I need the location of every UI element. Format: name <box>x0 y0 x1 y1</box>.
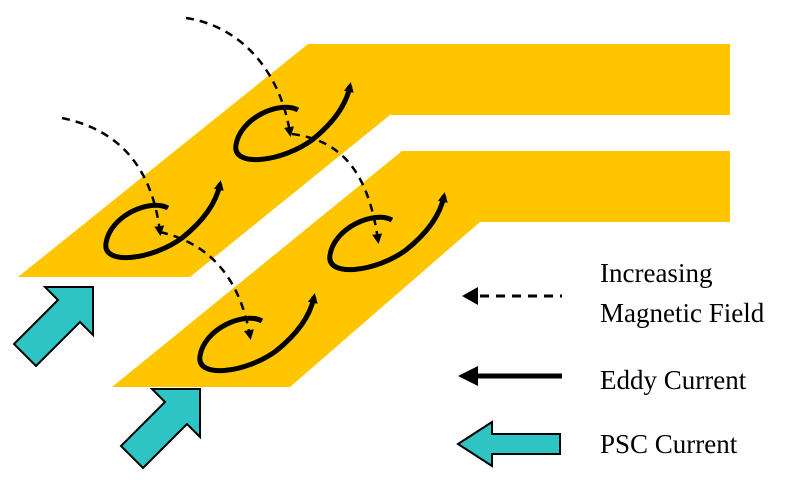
legend-field-line1: Increasing <box>600 258 712 288</box>
legend-psc-label: PSC Current <box>600 429 738 459</box>
conductor-strip-lower <box>112 151 730 387</box>
eddy-current-loop <box>327 192 448 273</box>
psc-current-arrow-icon <box>119 388 201 470</box>
legend-eddy-current: Eddy Current <box>458 365 747 395</box>
legend-psc-current: PSC Current <box>456 420 738 468</box>
legend-magnetic-field: Increasing Magnetic Field <box>462 258 765 328</box>
eddy-current-loop <box>197 293 318 374</box>
magnetic-field-line <box>185 16 294 137</box>
legend-eddy-label: Eddy Current <box>600 365 747 395</box>
magnetic-field-line <box>61 116 165 236</box>
block-arrow-icon <box>456 420 561 468</box>
eddy-current-loop <box>103 180 224 261</box>
conductor-strip-upper <box>18 44 730 277</box>
dashed-arrow-icon <box>462 287 478 305</box>
solid-arrow-icon <box>458 366 478 386</box>
magnetic-field-line <box>159 230 254 340</box>
psc-current-arrow-icon <box>12 286 94 368</box>
legend-field-line2: Magnetic Field <box>600 298 765 328</box>
eddy-current-loop <box>233 82 354 163</box>
magnetic-field-line <box>291 132 383 244</box>
